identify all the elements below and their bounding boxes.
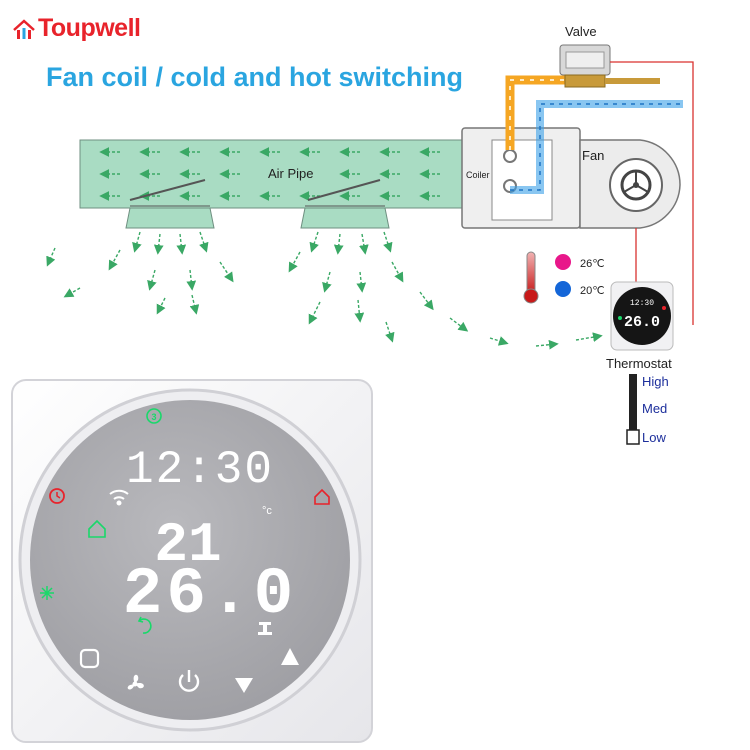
power-button[interactable] [178, 670, 200, 692]
thermostat-device: 3 12:30 21 °c 26.0 [11, 379, 373, 743]
airflow-arrow [219, 261, 234, 283]
diffuser-right [300, 179, 390, 229]
airflow-arrow [189, 294, 200, 315]
airflow-arrow [132, 231, 142, 253]
thermostat-label: Thermostat [606, 356, 672, 371]
airflow-arrow [308, 301, 321, 325]
menu-button[interactable] [79, 648, 100, 669]
airflow-arrow [108, 249, 121, 271]
wifi-icon [109, 489, 129, 506]
mode-indicator-icon [146, 408, 162, 424]
mini-thermostat: 12:30 26.0 Thermostat [606, 281, 674, 371]
cooling-snowflake-icon [40, 586, 54, 600]
mini-clock: 12:30 [630, 299, 654, 308]
airflow-arrow [419, 291, 434, 311]
fan-label: Fan [582, 148, 604, 163]
airflow-arrow [535, 339, 559, 350]
airflow-arrow [309, 231, 319, 253]
airflow-arrow [46, 247, 56, 267]
speed-high: High [642, 374, 669, 389]
mode-number: 3 [151, 412, 156, 422]
coiler-label: Coiler [466, 170, 490, 180]
airflow-arrow [354, 299, 365, 323]
air-pipe-label: Air Pipe [268, 166, 314, 181]
temperature-unit: °c [262, 505, 272, 517]
airflow-arrow [153, 233, 164, 255]
duct-airflow-arrows [99, 147, 440, 201]
room-temperature: 26.0 [123, 557, 297, 632]
cold-water-pipe [510, 100, 683, 194]
diffuser-left [125, 179, 215, 229]
speed-low: Low [642, 430, 666, 445]
airflow-arrow [288, 251, 301, 273]
valve-label: Valve [565, 24, 597, 39]
airflow-arrow [333, 233, 344, 255]
cold-dot [555, 281, 571, 297]
valve: Valve [559, 24, 660, 88]
hot-dot [555, 254, 571, 270]
airflow-arrow [63, 287, 81, 298]
device-clock: 12:30 [126, 444, 274, 496]
airflow-arrow [391, 261, 404, 283]
set-temperature: 21 [154, 513, 221, 577]
coiler-unit: Coiler [461, 127, 581, 229]
airflow-arrow [147, 269, 157, 291]
airflow-arrow [385, 321, 395, 343]
airflow-arrow [489, 336, 509, 346]
temperature-down-button[interactable] [235, 678, 253, 693]
fan-speed-button[interactable] [127, 674, 144, 690]
toupwell-logo-icon [13, 19, 35, 39]
away-home-icon[interactable] [314, 488, 330, 505]
mini-temp: 26.0 [624, 314, 660, 331]
speed-med: Med [642, 401, 667, 416]
control-wires [610, 61, 694, 325]
airflow-arrow [575, 332, 603, 342]
hot-water-pipe [505, 75, 565, 150]
fan-speed-selector: High Med Low [626, 374, 669, 445]
airflow-arrow [322, 271, 332, 293]
airflow-arrow [356, 271, 367, 293]
brand-name: Toupwell [38, 14, 141, 42]
temp-hot-label: 26℃ [580, 258, 605, 270]
airflow-arrow [186, 269, 197, 291]
fan-unit: Fan [579, 139, 681, 229]
auto-mode-icon [137, 616, 152, 634]
headline: Fan coil / cold and hot switching [46, 62, 464, 92]
schedule-icon[interactable] [49, 488, 65, 504]
airflow-arrow [359, 233, 369, 255]
airflow-arrow [449, 317, 469, 332]
temperature-up-button[interactable] [281, 648, 299, 665]
airflow-arrow [383, 231, 393, 253]
airflow-arrow [199, 231, 209, 253]
temp-cold-label: 20℃ [580, 285, 605, 297]
room-airflow-arrows [46, 231, 603, 350]
temperature-indicator: 26℃ 20℃ [523, 251, 605, 304]
home-mode-icon [88, 519, 106, 538]
valve-status-icon [258, 622, 272, 635]
airflow-arrow [156, 297, 166, 315]
airflow-arrow [176, 233, 187, 255]
